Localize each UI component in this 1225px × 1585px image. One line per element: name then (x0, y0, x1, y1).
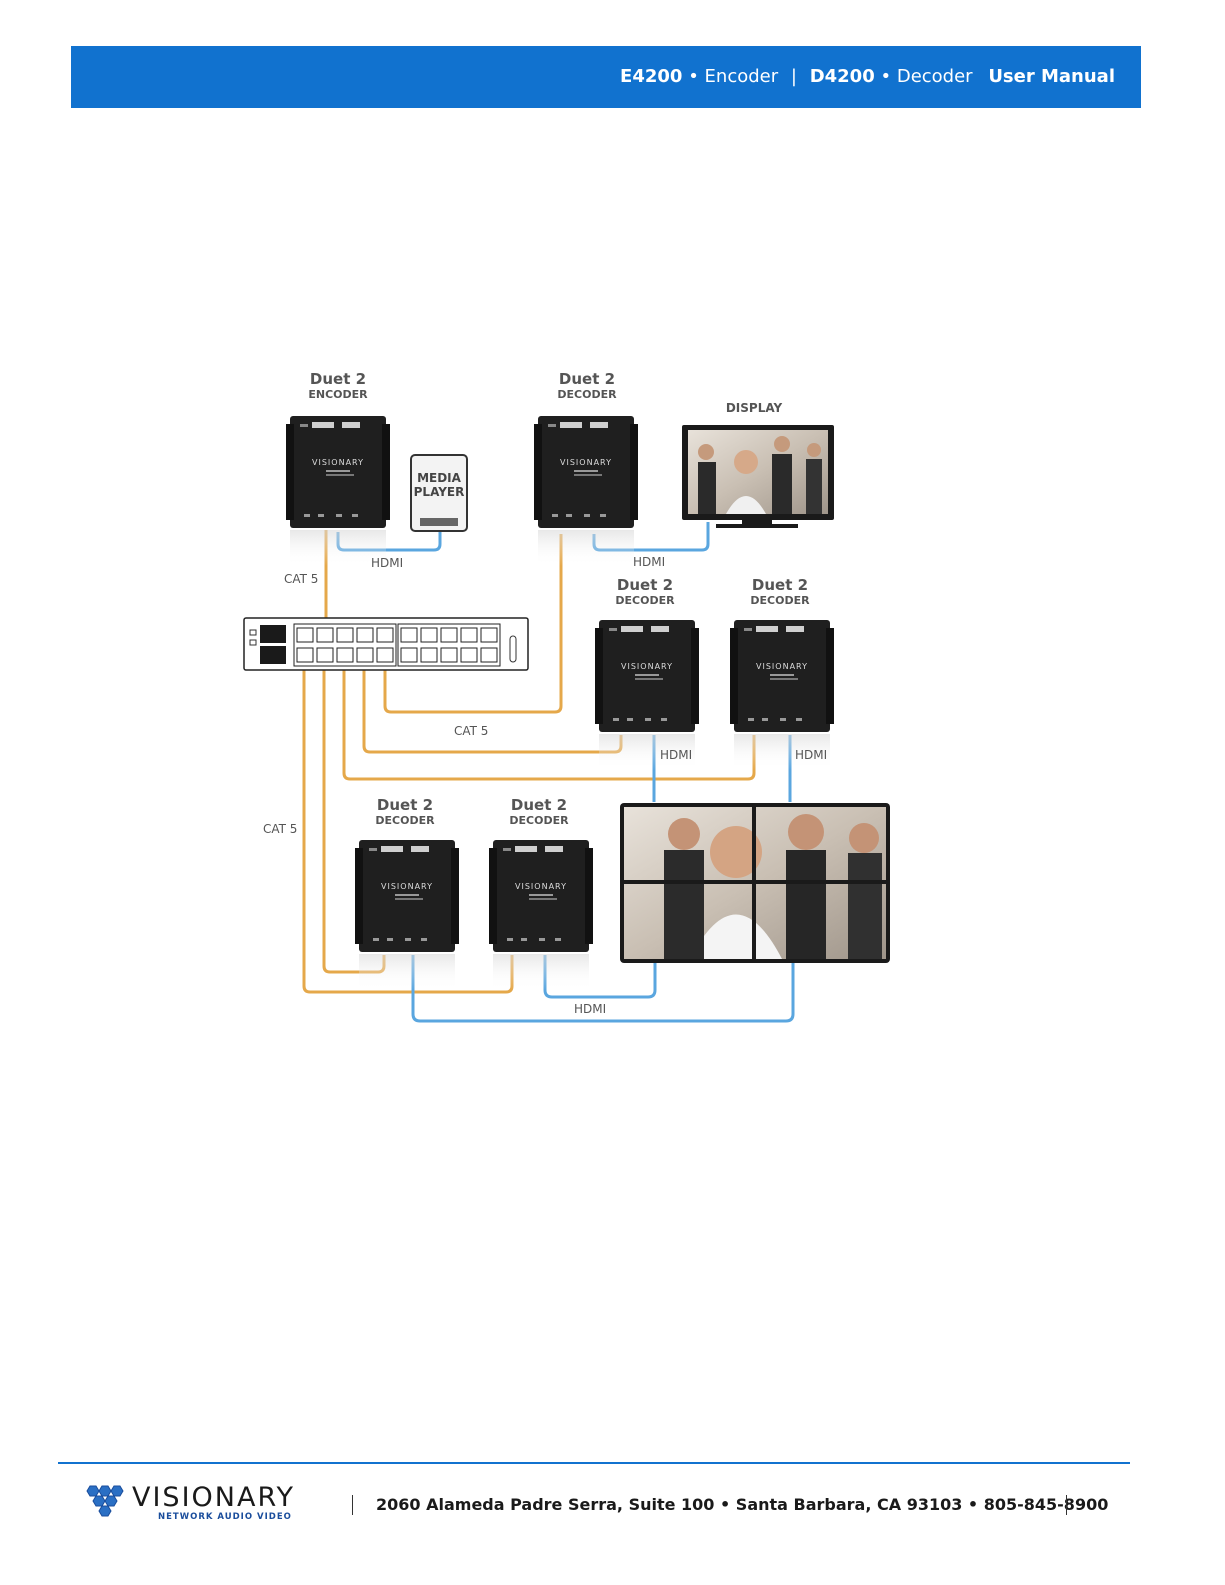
switch-port (400, 627, 418, 643)
switch-port (356, 627, 374, 643)
decoder-word: Decoder (896, 66, 973, 87)
switch-port (376, 647, 394, 663)
cat5-label: CAT 5 (263, 822, 298, 836)
diagram-svg: VISIONARY (243, 416, 890, 1023)
encoder-model: E4200 (620, 66, 683, 87)
switch-port (460, 627, 478, 643)
display-label: DISPLAY (725, 401, 783, 415)
cat5-label: CAT 5 (284, 572, 319, 586)
hdmi-label: HDMI (633, 555, 666, 569)
footer-separator (352, 1495, 353, 1515)
decoder-device-5 (489, 840, 593, 990)
device-label-decoder-2: Duet 2 DECODER (615, 576, 675, 607)
device-label-decoder-4: Duet 2 DECODER (375, 796, 435, 827)
footer-separator (1066, 1495, 1067, 1515)
hdmi-label: HDMI (574, 1002, 607, 1016)
divider: | (790, 66, 797, 87)
switch-port (336, 647, 354, 663)
cat5-label: CAT 5 (454, 724, 489, 738)
manual-label: User Manual (988, 66, 1115, 87)
brand-tagline: NETWORK AUDIO VIDEO (158, 1512, 292, 1522)
switch-port (400, 647, 418, 663)
hdmi-label: HDMI (795, 748, 828, 762)
switch-ports (296, 627, 498, 663)
switch-port (420, 627, 438, 643)
display (682, 425, 834, 528)
switch-port (460, 647, 478, 663)
switch-port (440, 647, 458, 663)
hdmi-label: HDMI (660, 748, 693, 762)
footer-address: 2060 Alameda Padre Serra, Suite 100 • Sa… (376, 1495, 1109, 1514)
footer-divider (58, 1462, 1130, 1464)
switch-port (316, 647, 334, 663)
network-diagram: VISIONARY (243, 370, 890, 1023)
switch-port (420, 647, 438, 663)
switch-port (440, 627, 458, 643)
bullet: • (688, 66, 699, 87)
switch-port (296, 647, 314, 663)
device-label-decoder-5: Duet 2 DECODER (509, 796, 569, 827)
video-wall (620, 803, 890, 963)
switch-port (376, 627, 394, 643)
bullet: • (880, 66, 892, 87)
hdmi-label: HDMI (371, 556, 404, 570)
switch-port (316, 627, 334, 643)
header-bar: E4200 • Encoder | D4200 • Decoder User M… (71, 46, 1141, 108)
decoder-model: D4200 (809, 66, 875, 87)
switch-port (336, 627, 354, 643)
switch-port (296, 627, 314, 643)
switch-port (480, 647, 498, 663)
device-label-encoder: Duet 2 ENCODER (308, 370, 368, 401)
media-player-label: MEDIA PLAYER (413, 471, 465, 499)
switch-port (356, 647, 374, 663)
media-player (410, 454, 468, 532)
footer-logo: VISIONARY NETWORK AUDIO VIDEO (82, 1482, 332, 1524)
header-title: E4200 • Encoder | D4200 • Decoder User M… (620, 66, 1115, 87)
device-label-decoder-3: Duet 2 DECODER (750, 576, 810, 607)
decoder-device-1 (534, 416, 638, 566)
encoder-word: Encoder (704, 66, 779, 87)
device-label-decoder-1: Duet 2 DECODER (557, 370, 617, 401)
decoder-device-4 (355, 840, 459, 990)
logo-hex-icon (86, 1485, 124, 1517)
switch-port (480, 627, 498, 643)
brand-name: VISIONARY (132, 1482, 295, 1513)
encoder-device (286, 416, 390, 566)
